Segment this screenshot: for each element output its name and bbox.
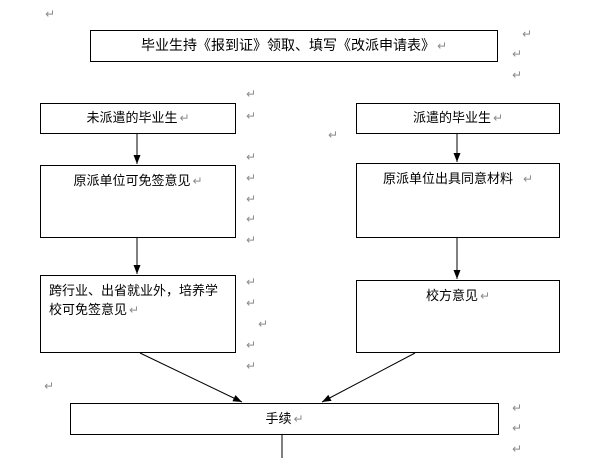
paragraph-mark-icon: ↵ [522, 172, 534, 186]
flow-node-label: 跨行业、出省就业外，培养学校可免签意见 [49, 284, 219, 318]
paragraph-mark-icon: ↵ [129, 303, 140, 317]
flow-node-label: 手续 [265, 411, 292, 427]
paragraph-mark-icon: ↵ [522, 27, 533, 41]
flow-node-label: 未派遣的毕业生 [86, 111, 178, 126]
flow-node-label: 校方意见 [425, 289, 478, 304]
arrow-l3-final [139, 352, 243, 403]
paragraph-mark-icon: ↵ [179, 111, 190, 125]
paragraph-mark-icon: ↵ [512, 68, 523, 82]
flow-node-label: 原派单位出具同意材料 [382, 172, 513, 187]
paragraph-mark-icon: ↵ [512, 442, 523, 456]
flow-node-original-unit-consent-material: 原派单位出具同意材料 ↵ [356, 163, 560, 238]
paragraph-mark-icon: ↵ [246, 171, 257, 185]
paragraph-mark-icon: ↵ [512, 47, 523, 61]
flow-node-unassigned-graduates: 未派遣的毕业生↵ [40, 103, 236, 134]
paragraph-mark-icon: ↵ [479, 289, 491, 303]
paragraph-mark-icon: ↵ [328, 128, 339, 142]
paragraph-mark-icon: ↵ [246, 87, 257, 101]
paragraph-mark-icon: ↵ [45, 7, 56, 21]
flow-node-original-unit-exempt-opinion: 原派单位可免签意见↵ [40, 165, 236, 238]
flow-node-assigned-graduates: 派遣的毕业生↵ [356, 103, 560, 134]
paragraph-mark-icon: ↵ [512, 401, 523, 415]
flow-node-title: 毕业生持《报到证》领取、填写《改派申请表》↵ [90, 30, 498, 62]
flow-node-cross-industry-school-exempt-opinion: 跨行业、出省就业外，培养学校可免签意见↵ [40, 275, 236, 353]
flow-node-label: 原派单位可免签意见 [73, 174, 191, 189]
paragraph-mark-icon: ↵ [44, 379, 55, 393]
paragraph-mark-icon: ↵ [246, 150, 257, 164]
flow-node-procedure: 手续↵ [70, 403, 499, 435]
paragraph-mark-icon: ↵ [246, 296, 257, 310]
arrow-r3-final [321, 352, 416, 403]
paragraph-mark-icon: ↵ [246, 109, 257, 123]
paragraph-mark-icon: ↵ [258, 317, 269, 331]
paragraph-mark-icon: ↵ [192, 174, 203, 188]
paragraph-mark-icon: ↵ [512, 421, 523, 435]
paragraph-mark-icon: ↵ [246, 233, 257, 247]
paragraph-mark-icon: ↵ [293, 411, 304, 426]
paragraph-mark-icon: ↵ [246, 359, 257, 373]
flow-node-title-label: 毕业生持《报到证》领取、填写《改派申请表》 [140, 37, 435, 54]
flow-node-label: 派遣的毕业生 [412, 111, 491, 126]
paragraph-mark-icon: ↵ [246, 338, 257, 352]
flow-node-school-opinion: 校方意见↵ [356, 280, 560, 353]
paragraph-mark-icon: ↵ [246, 212, 257, 226]
paragraph-mark-icon: ↵ [246, 275, 257, 289]
paragraph-mark-icon: ↵ [246, 192, 257, 206]
paragraph-mark-icon: ↵ [492, 111, 504, 125]
paragraph-mark-icon: ↵ [436, 38, 448, 53]
